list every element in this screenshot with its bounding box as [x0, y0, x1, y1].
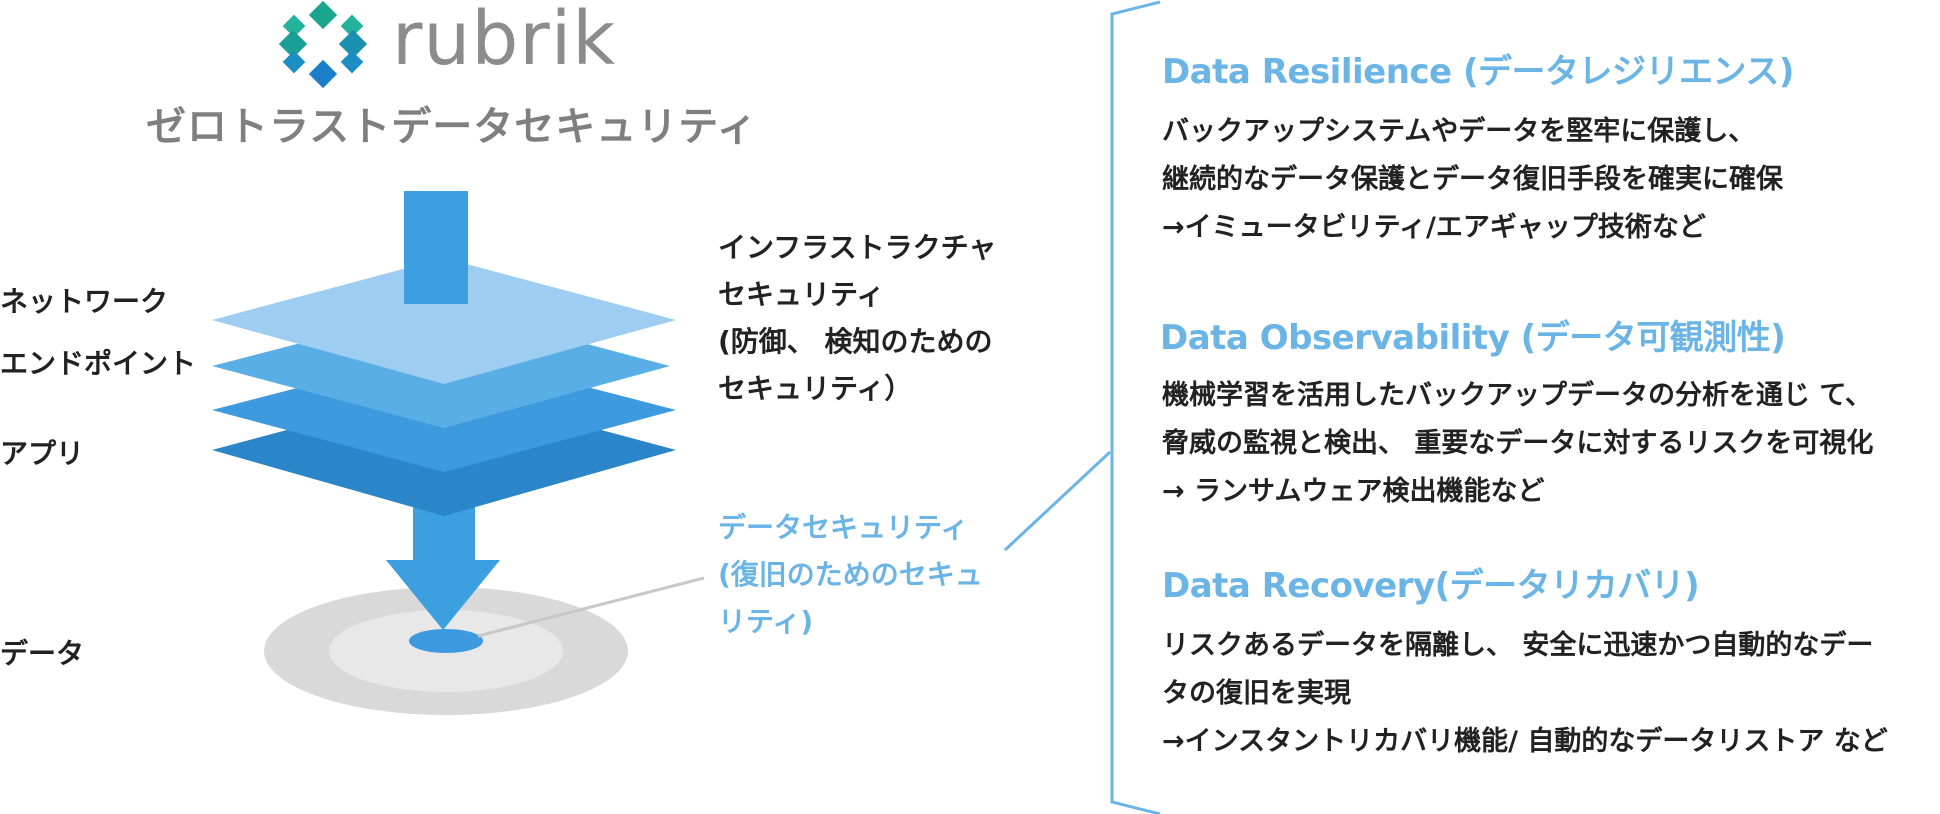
data-security-label: データセキュリティ (復旧のためのセキュ リティ) [718, 504, 983, 645]
section-body-resilience: バックアップシステムやデータを堅牢に保護し、 継続的なデータ保護とデータ復旧手段… [1162, 108, 1783, 252]
infrastructure-security-label: インフラストラクチャ セキュリティ (防御、 検知のための セキュリティ） [718, 224, 996, 412]
section-title-recovery: Data Recovery(データリカバリ) [1162, 566, 1700, 606]
logo-wordmark: rubrik [392, 0, 617, 82]
layer-label-data: データ [0, 637, 85, 670]
bottom-arrow-head [386, 560, 500, 630]
infrastructure-line: (防御、 検知のための [718, 325, 993, 358]
infrastructure-line: インフラストラクチャ [718, 231, 997, 264]
section-line: 機械学習を活用したバックアップデータの分析を通じ て、 [1162, 380, 1873, 411]
section-line: →イミュータビリティ/エアギャップ技術など [1162, 212, 1706, 243]
data-security-line: (復旧のためのセキュ [718, 558, 983, 591]
section-line: → ランサムウェア検出機能など [1162, 476, 1545, 507]
sections-bracket [1110, 0, 1161, 814]
section-line: →インスタントリカバリ機能/ 自動的なデータリストア など [1162, 726, 1888, 757]
layer-label-network: ネットワーク [0, 285, 169, 318]
section-line: 継続的なデータ保護とデータ復旧手段を確実に確保 [1162, 164, 1783, 195]
section-body-recovery: リスクあるデータを隔離し、 安全に迅速かつ自動的なデー タの復旧を実現 →インス… [1162, 622, 1888, 766]
section-line: リスクあるデータを隔離し、 安全に迅速かつ自動的なデー [1162, 630, 1874, 661]
data-disk-core [409, 629, 483, 653]
infrastructure-line: セキュリティ [718, 278, 885, 311]
data-pointer-line [477, 576, 705, 638]
layer-label-app: アプリ [0, 437, 85, 470]
layer-label-endpoint: エンドポイント [0, 347, 197, 380]
section-title-resilience: Data Resilience (データレジリエンス) [1162, 52, 1794, 92]
bracket-connector-line [1003, 450, 1112, 552]
data-security-line: データセキュリティ [718, 511, 969, 544]
section-line: 脅威の監視と検出、 重要なデータに対するリスクを可視化 [1162, 428, 1874, 459]
page-subtitle: ゼロトラストデータセキュリティ [146, 104, 758, 150]
section-body-observability: 機械学習を活用したバックアップデータの分析を通じ て、 脅威の監視と検出、 重要… [1162, 372, 1873, 516]
infrastructure-line: セキュリティ） [718, 372, 913, 405]
layer-network [212, 258, 676, 384]
rubrik-logo-icon [278, 0, 368, 89]
section-line: バックアップシステムやデータを堅牢に保護し、 [1162, 116, 1756, 147]
section-title-observability: Data Observability (データ可観測性) [1160, 318, 1786, 358]
top-arrow-shaft-front [404, 191, 468, 304]
section-line: タの復旧を実現 [1162, 678, 1351, 709]
data-security-line: リティ) [718, 605, 814, 638]
